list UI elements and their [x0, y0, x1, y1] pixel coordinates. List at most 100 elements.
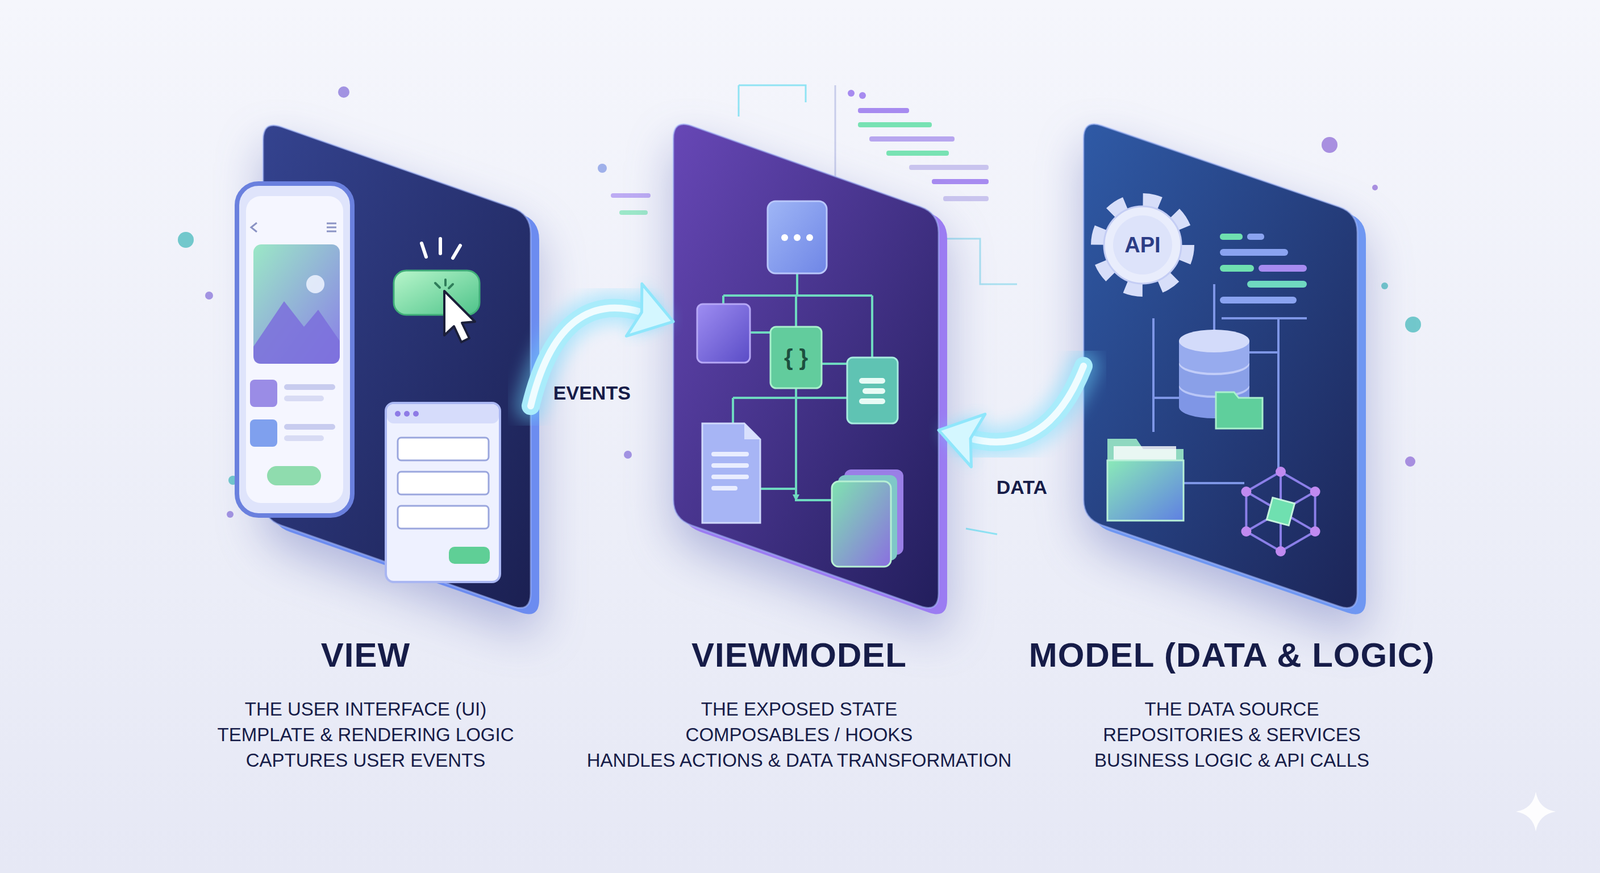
network-node	[1310, 486, 1321, 497]
deco-dot	[338, 86, 350, 98]
network-node	[1275, 466, 1286, 477]
panel-description: THE USER INTERFACE (UI)	[95, 697, 636, 721]
panel-card: MODEL (DATA & LOGIC)THE DATA SOURCEREPOS…	[1083, 119, 1358, 613]
deco-wire	[946, 238, 1018, 285]
database-disk	[1178, 386, 1250, 407]
form-input	[397, 505, 489, 529]
arrow-body	[970, 365, 1084, 443]
database-disk	[1178, 375, 1250, 398]
deco-dot	[1381, 282, 1389, 290]
block-line	[859, 398, 886, 404]
network-node	[1310, 526, 1321, 537]
panel-description: THE DATA SOURCE	[958, 697, 1506, 721]
menu-icon	[326, 230, 337, 233]
network-node	[1240, 486, 1252, 497]
arrow-head	[938, 414, 986, 468]
code-bar	[857, 122, 932, 128]
flow-arrow	[530, 283, 674, 406]
gear-teeth	[1098, 200, 1187, 290]
panel-description: COMPOSABLES / HOOKS	[530, 723, 1069, 747]
code-bar	[1219, 296, 1297, 304]
arrow-head-glow	[938, 414, 986, 468]
folder-icon	[1107, 460, 1184, 521]
list-line	[284, 423, 336, 430]
document-line	[711, 474, 749, 479]
panel-heading: VIEW	[95, 635, 636, 675]
form-titlebar	[386, 403, 499, 424]
panel-card: VIEWTHE USER INTERFACE (UI)TEMPLATE & RE…	[263, 120, 531, 613]
stack-layer	[844, 469, 904, 555]
deco-dot	[597, 163, 607, 173]
code-bar	[1219, 264, 1254, 272]
panel-face	[673, 123, 939, 608]
panel-card: VIEWMODELTHE EXPOSED STATECOMPOSABLES / …	[673, 119, 939, 613]
form-input	[397, 471, 489, 495]
click-ray	[435, 282, 440, 288]
phone-frame	[236, 183, 353, 516]
arrow-glow	[530, 307, 643, 406]
back-chevron	[251, 222, 257, 232]
panel-shape	[263, 120, 543, 624]
document-line	[711, 451, 749, 457]
phone-button	[267, 465, 322, 486]
arrow-body	[530, 307, 643, 406]
panel-shape	[673, 119, 950, 624]
deco-dot	[1372, 184, 1378, 191]
gear-hub	[1113, 215, 1173, 275]
arrow-glow	[970, 365, 1084, 443]
code-bar	[943, 196, 989, 202]
deco-wire	[738, 85, 806, 103]
arrow-head	[626, 283, 674, 336]
database-disk	[1178, 350, 1250, 373]
deco-wire	[738, 85, 740, 117]
panel-heading: MODEL (DATA & LOGIC)	[958, 635, 1506, 675]
panel-heading: VIEWMODEL	[530, 635, 1069, 675]
code-bar	[857, 107, 910, 114]
code-bar	[1219, 233, 1243, 240]
deco-dot	[226, 510, 234, 518]
code-bar	[909, 164, 989, 170]
document-line	[711, 463, 749, 468]
state-dot	[781, 234, 789, 241]
block-line	[862, 388, 886, 394]
database-disk	[1178, 340, 1250, 362]
deco-dot	[177, 231, 194, 248]
document-icon	[702, 423, 761, 523]
code-bar	[1258, 264, 1307, 272]
panel-description: TEMPLATE & RENDERING LOGIC	[95, 723, 636, 747]
folder-icon	[1215, 392, 1263, 429]
form-button	[448, 546, 490, 564]
click-ray	[421, 243, 427, 257]
stack-layer	[831, 481, 891, 567]
panel-description: THE EXPOSED STATE	[530, 697, 1069, 721]
image-card	[253, 244, 340, 364]
network-node	[1275, 546, 1286, 557]
panel-description: BUSINESS LOGIC & API CALLS	[958, 748, 1506, 772]
flow-wire	[723, 273, 873, 500]
deco-dot	[623, 450, 632, 459]
deco-wire	[834, 85, 837, 188]
data-wire	[1153, 284, 1307, 483]
click-ray	[452, 245, 461, 258]
click-ray	[448, 284, 453, 289]
block-line	[859, 377, 886, 384]
form-input	[397, 437, 489, 461]
panel-description: REPOSITORIES & SERVICES	[958, 723, 1506, 747]
code-bar	[610, 193, 651, 198]
code-bar	[847, 89, 855, 97]
image-sun	[306, 275, 325, 294]
code-bar	[619, 210, 648, 215]
panel-face	[1083, 123, 1358, 608]
arrow-head-glow	[626, 283, 674, 336]
deco-dot	[1405, 456, 1416, 467]
database-disk	[1178, 329, 1250, 353]
code-bar	[886, 150, 949, 156]
click-ray	[444, 279, 447, 286]
logic-block	[697, 303, 750, 363]
image-mountain	[253, 301, 340, 364]
code-bar	[1219, 248, 1289, 256]
arrow-core	[970, 365, 1084, 443]
panel-description: CAPTURES USER EVENTS	[95, 748, 636, 772]
folder-back	[1107, 438, 1184, 521]
